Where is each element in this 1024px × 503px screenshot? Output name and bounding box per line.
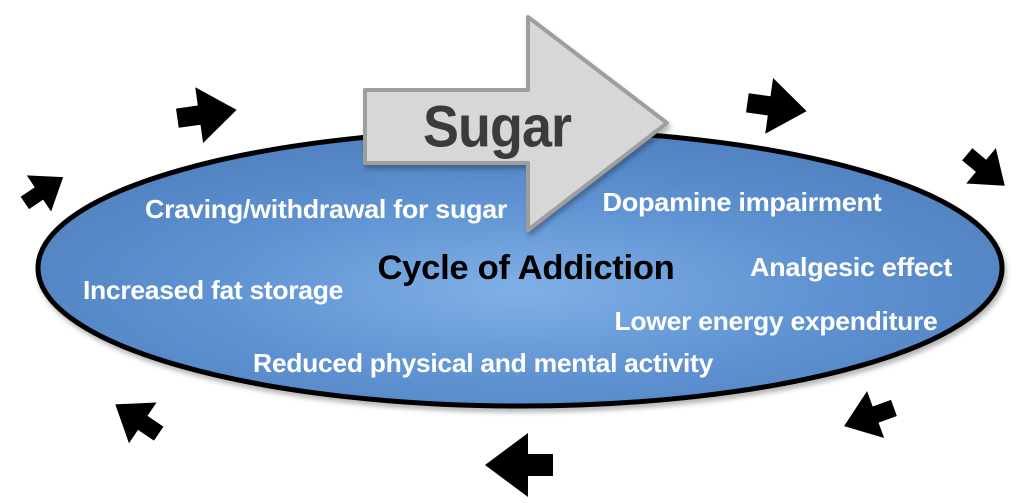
clockwise-arrow-bottom-left-icon <box>115 402 164 444</box>
clockwise-arrow-left-icon <box>20 175 64 212</box>
label-lower-energy-expenditure: Lower energy expenditure <box>615 306 938 336</box>
clockwise-arrow-bottom-icon <box>485 433 553 497</box>
label-craving-withdrawal: Craving/withdrawal for sugar <box>145 194 507 224</box>
sugar-input-arrow: Sugar <box>363 15 669 232</box>
label-reduced-activity: Reduced physical and mental activity <box>253 348 714 378</box>
clockwise-arrow-top-left-icon <box>176 87 237 143</box>
sugar-arrow-icon <box>363 15 669 232</box>
label-increased-fat-storage: Increased fat storage <box>83 275 343 305</box>
label-analgesic-effect: Analgesic effect <box>750 252 953 282</box>
clockwise-arrow-right-icon <box>962 148 1005 186</box>
diagram-title: Cycle of Addiction <box>378 249 675 287</box>
sugar-arrow-label: Sugar <box>423 95 571 160</box>
clockwise-arrow-top-right-icon <box>746 78 807 134</box>
label-dopamine-impairment: Dopamine impairment <box>603 187 883 217</box>
clockwise-arrow-bottom-right-icon <box>844 391 897 439</box>
